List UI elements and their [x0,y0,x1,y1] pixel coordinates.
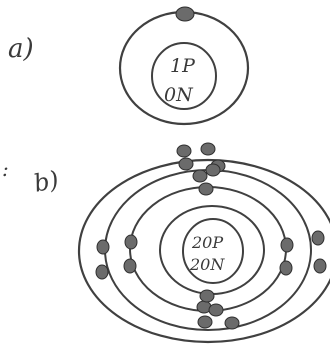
electron-b-3-4 [95,264,109,280]
nucleus-b-protons: 20P [191,233,223,252]
nucleus-a [151,42,217,110]
electron-b-2-3 [124,234,138,250]
shell-b-4 [77,158,330,344]
part-a-label: a) [8,34,34,64]
electron-b-2-2 [205,163,221,177]
electron-b-2-8 [208,303,224,317]
electron-b-2-4 [123,258,137,274]
nucleus-a-protons: 1P [170,55,196,77]
electron-b-3-3 [96,239,110,255]
electron-b-3-1 [178,157,194,171]
electron-b-2-5 [280,237,294,253]
electron-b-2-6 [279,260,293,276]
electron-b-3-5 [311,230,325,246]
electron-b-1-1 [198,182,214,196]
electron-b-1-2 [199,289,215,303]
nucleus-b [182,218,244,284]
nucleus-a-neutrons: 0N [164,84,194,106]
electron-b-3-8 [224,316,240,330]
atom-b: b) 20P 20N [31,142,330,344]
electron-b-4-1 [176,144,192,158]
part-b-label: b) [31,165,61,198]
electron-a-1 [175,6,195,22]
electron-b-2-1 [192,169,208,183]
atom-a: a) 1P 0N [8,6,250,126]
electron-b-3-7 [197,315,213,329]
margin-mark: : [2,157,9,181]
electron-b-4-2 [200,142,216,156]
nucleus-b-neutrons: 20N [189,255,225,274]
electron-b-3-6 [313,258,327,274]
